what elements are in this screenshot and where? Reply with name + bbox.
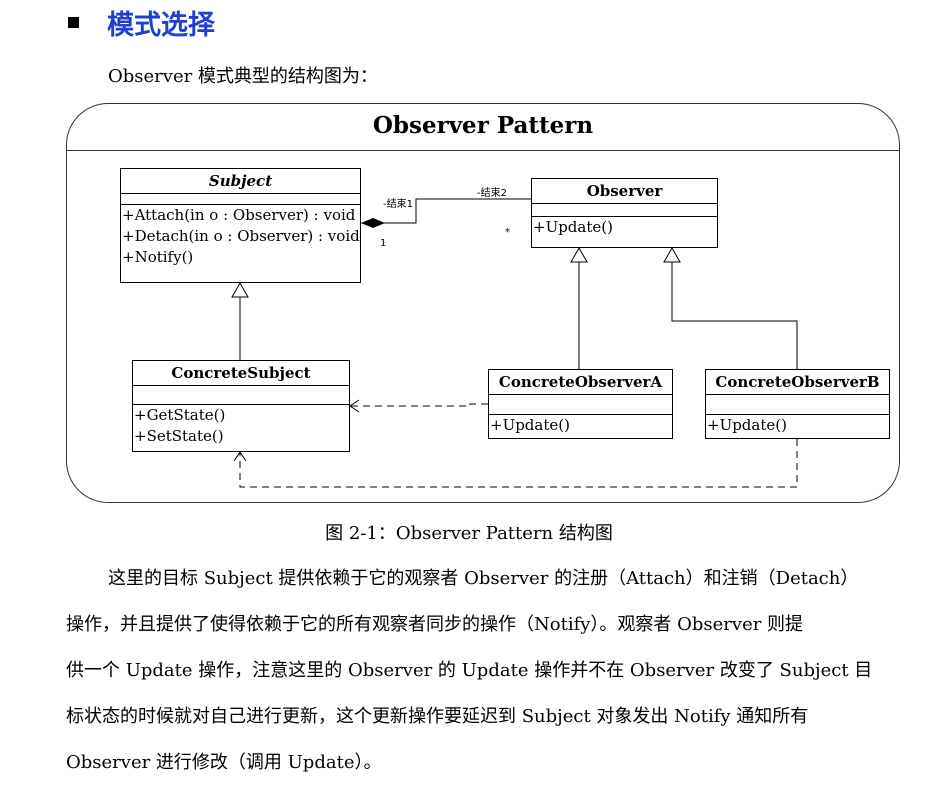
class-operations: +Update() xyxy=(532,217,717,238)
class-observer: Observer +Update() xyxy=(531,178,718,248)
operation: +GetState() xyxy=(134,406,226,424)
inheritance-triangle-icon xyxy=(231,281,249,298)
paragraph-line: 操作，并且提供了使得依赖于它的所有观察者同步的操作（Notify）。观察者 Ob… xyxy=(66,614,804,635)
intro-text: Observer 模式典型的结构图为： xyxy=(108,66,378,87)
class-attributes xyxy=(133,386,349,405)
dependency-arrowhead-icon xyxy=(349,399,360,413)
inheritance-triangle-icon xyxy=(570,246,588,263)
association-end1-label: -结束1 xyxy=(383,199,413,210)
bullet-square-icon xyxy=(68,16,79,28)
aggregation-diamond-icon xyxy=(361,218,385,228)
uml-connectors xyxy=(231,198,798,488)
operation: +Attach(in o : Observer) : void xyxy=(122,206,356,224)
class-attributes xyxy=(706,395,889,415)
dependency-arrowhead-icon xyxy=(233,451,247,462)
operation: +Detach(in o : Observer) : void xyxy=(122,227,360,245)
class-name: Subject xyxy=(121,169,360,194)
inheritance-triangle-icon xyxy=(663,246,681,263)
class-concrete-observer-a: ConcreteObserverA +Update() xyxy=(488,369,673,439)
class-attributes xyxy=(489,395,672,415)
association-end2-label: -结束2 xyxy=(477,188,507,199)
class-operations: +Update() xyxy=(706,415,889,436)
body-paragraph: 这里的目标 Subject 提供依赖于它的观察者 Observer 的注册（At… xyxy=(66,556,902,786)
diagram-title: Observer Pattern xyxy=(372,112,594,139)
operation: +SetState() xyxy=(134,427,224,445)
association-end2-multiplicity: * xyxy=(505,227,510,238)
class-concrete-observer-b: ConcreteObserverB +Update() xyxy=(705,369,890,439)
section-heading: 模式选择 xyxy=(68,2,215,42)
paragraph-line: Observer 进行修改（调用 Update）。 xyxy=(66,752,382,773)
dependency-observerb-line xyxy=(239,439,798,488)
class-name: ConcreteObserverA xyxy=(489,370,672,395)
operation: +Notify() xyxy=(122,248,194,266)
section-title: 模式选择 xyxy=(107,9,215,41)
class-operations: +Attach(in o : Observer) : void +Detach(… xyxy=(121,205,360,268)
class-attributes xyxy=(532,204,717,217)
dependency-observera-line xyxy=(350,403,488,407)
class-attributes xyxy=(121,194,360,205)
association-end1-multiplicity: 1 xyxy=(380,238,387,249)
operation: +Update() xyxy=(707,416,787,434)
title-divider xyxy=(67,150,899,151)
paragraph-line: 供一个 Update 操作，注意这里的 Observer 的 Update 操作… xyxy=(66,660,873,681)
class-concrete-subject: ConcreteSubject +GetState() +SetState() xyxy=(132,360,350,452)
paragraph-line: 这里的目标 Subject 提供依赖于它的观察者 Observer 的注册（At… xyxy=(108,568,859,589)
class-operations: +Update() xyxy=(489,415,672,436)
operation: +Update() xyxy=(490,416,570,434)
class-name: ConcreteSubject xyxy=(133,361,349,386)
association-line xyxy=(361,198,531,224)
operation: +Update() xyxy=(533,218,613,236)
figure-caption: 图 2-1：Observer Pattern 结构图 xyxy=(325,523,613,544)
generalization-observerb-line xyxy=(671,262,798,369)
class-name: ConcreteObserverB xyxy=(706,370,889,395)
class-subject: Subject +Attach(in o : Observer) : void … xyxy=(120,168,361,283)
class-operations: +GetState() +SetState() xyxy=(133,405,349,447)
class-name: Observer xyxy=(532,179,717,204)
paragraph-line: 标状态的时候就对自己进行更新，这个更新操作要延迟到 Subject 对象发出 N… xyxy=(66,706,809,727)
